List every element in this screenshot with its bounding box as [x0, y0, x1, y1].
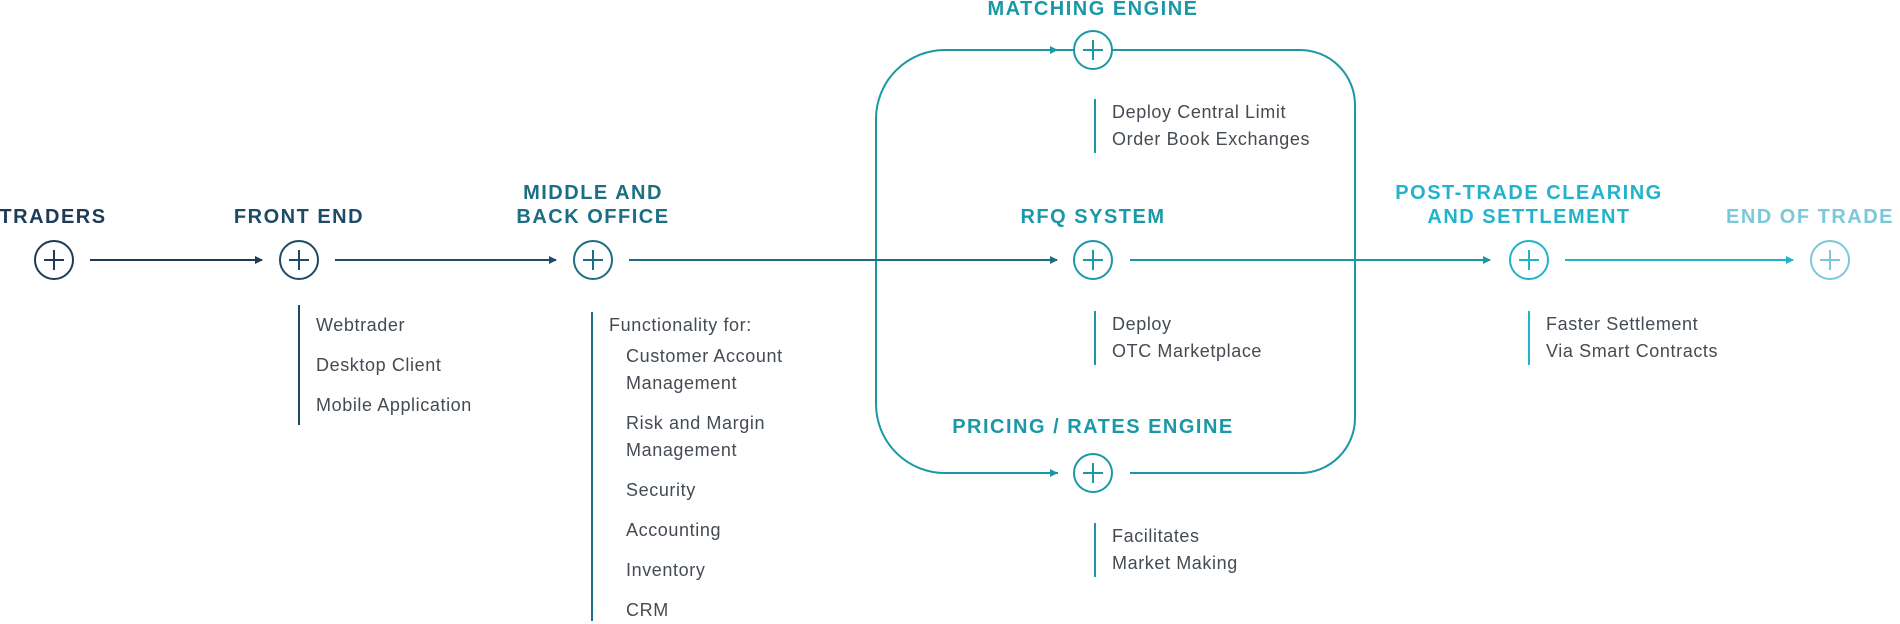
list-item: Deploy — [1112, 314, 1172, 334]
pricing-bracket — [1094, 523, 1096, 577]
post-trade-list: Faster Settlement Via Smart Contracts — [1528, 311, 1718, 365]
matching-engine-list: Deploy Central Limit Order Book Exchange… — [1094, 99, 1310, 153]
front-end-list: Webtrader Desktop Client Mobile Applicat… — [298, 305, 472, 425]
node-matching-plus-icon — [1073, 30, 1113, 70]
list-item: Market Making — [1112, 553, 1238, 573]
front-end-bracket — [298, 305, 300, 425]
matching-engine-title: MATCHING ENGINE — [987, 0, 1199, 20]
node-pricing-plus-icon — [1073, 453, 1113, 493]
list-item: Via Smart Contracts — [1546, 341, 1719, 361]
post-trade-bracket — [1528, 311, 1530, 365]
list-item: Order Book Exchanges — [1112, 129, 1311, 149]
middle-back-office-title: MIDDLE AND BACK OFFICE — [516, 182, 670, 228]
list-item: Accounting — [626, 520, 722, 540]
pricing-engine-list: Facilitates Market Making — [1094, 523, 1238, 577]
list-item: Deploy Central Limit — [1112, 102, 1287, 122]
traders-title: TRADERS — [0, 206, 107, 228]
list-item: Desktop Client — [316, 355, 442, 375]
list-intro: Functionality for: — [609, 315, 752, 335]
node-frontend-plus-icon — [279, 240, 319, 280]
engines-loop-branch — [875, 46, 1058, 474]
list-item: Inventory — [626, 560, 706, 580]
node-end-plus-icon — [1810, 240, 1850, 280]
list-item: Mobile Application — [316, 395, 472, 415]
middle-office-list: Functionality for: Customer Account Mana… — [591, 312, 869, 621]
list-item: Facilitates — [1112, 526, 1200, 546]
list-item: Risk and Margin Management — [626, 413, 766, 460]
list-item: OTC Marketplace — [1112, 341, 1263, 361]
node-post-plus-icon — [1509, 240, 1549, 280]
middle-office-bracket — [591, 312, 593, 621]
rfq-system-list: Deploy OTC Marketplace — [1094, 311, 1262, 365]
rfq-system-title: RFQ SYSTEM — [1020, 206, 1166, 228]
engines-loop-connector — [1057, 49, 1356, 474]
node-middle-plus-icon — [573, 240, 613, 280]
front-end-title: FRONT END — [233, 206, 365, 228]
node-traders-plus-icon — [34, 240, 74, 280]
list-item: Security — [626, 480, 696, 500]
post-trade-title: POST-TRADE CLEARING AND SETTLEMENT — [1395, 182, 1663, 228]
pricing-rates-engine-title: PRICING / RATES ENGINE — [952, 416, 1234, 438]
list-item: Webtrader — [316, 315, 406, 335]
list-item: CRM — [626, 600, 669, 620]
matching-bracket — [1094, 99, 1096, 153]
list-item: Customer Account Management — [626, 346, 783, 393]
rfq-bracket — [1094, 311, 1096, 365]
end-of-trade-title: END OF TRADE — [1726, 206, 1894, 228]
list-item: Faster Settlement — [1546, 314, 1699, 334]
node-rfq-plus-icon — [1073, 240, 1113, 280]
